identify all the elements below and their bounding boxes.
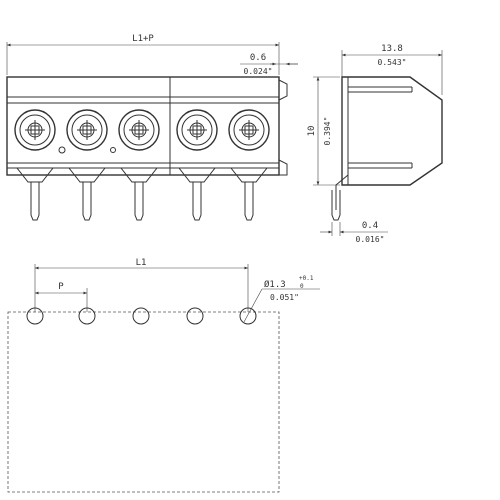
pcb-hole-5 [239, 307, 257, 325]
test-hole-icon [110, 147, 116, 153]
screw-2-icon [66, 109, 108, 151]
side-body-profile [341, 76, 443, 186]
pcb-hole-2 [78, 307, 96, 325]
test-hole-icon [58, 146, 66, 154]
pin-5 [229, 167, 269, 221]
height-in-label: 0.394" [323, 117, 332, 146]
pin-2 [67, 167, 107, 221]
screw-5-icon [228, 109, 270, 151]
pcb-hole-3 [132, 307, 150, 325]
hole-in-label: 0.051" [270, 293, 299, 302]
pin-in-label: 0.016" [356, 235, 385, 244]
offset-mm-label: 0.6 [250, 53, 266, 63]
depth-in-label: 0.543" [378, 58, 407, 67]
pcb-footprint-outline [7, 311, 280, 493]
pin-3 [119, 167, 159, 221]
overall-length-label: L1+P [132, 34, 154, 44]
span-label: L1 [136, 258, 147, 268]
pcb-layout: L1 P Ø1.3 +0.1 0 0.051" [7, 258, 320, 493]
connector-body [6, 76, 280, 176]
hole-dia-label: Ø1.3 [264, 279, 286, 290]
screw-3-icon [118, 109, 160, 151]
pin-mm-label: 0.4 [362, 221, 378, 231]
height-mm-label: 10 [307, 126, 317, 137]
screw-1-icon [14, 109, 56, 151]
front-view: L1+P 0.6 0.024" [6, 34, 298, 221]
screw-4-icon [176, 109, 218, 151]
pin-1 [15, 167, 55, 221]
pin-4 [177, 167, 217, 221]
pcb-hole-4 [186, 307, 204, 325]
hole-tol-plus: +0.1 [299, 275, 314, 282]
pitch-label: P [58, 282, 64, 292]
hole-tol-minus: 0 [300, 283, 304, 290]
offset-in-label: 0.024" [244, 67, 273, 76]
depth-mm-label: 13.8 [381, 44, 403, 54]
side-view: 13.8 0.543" 10 0.394" 0.4 0.016" [307, 44, 443, 244]
pcb-hole-1 [26, 307, 44, 325]
